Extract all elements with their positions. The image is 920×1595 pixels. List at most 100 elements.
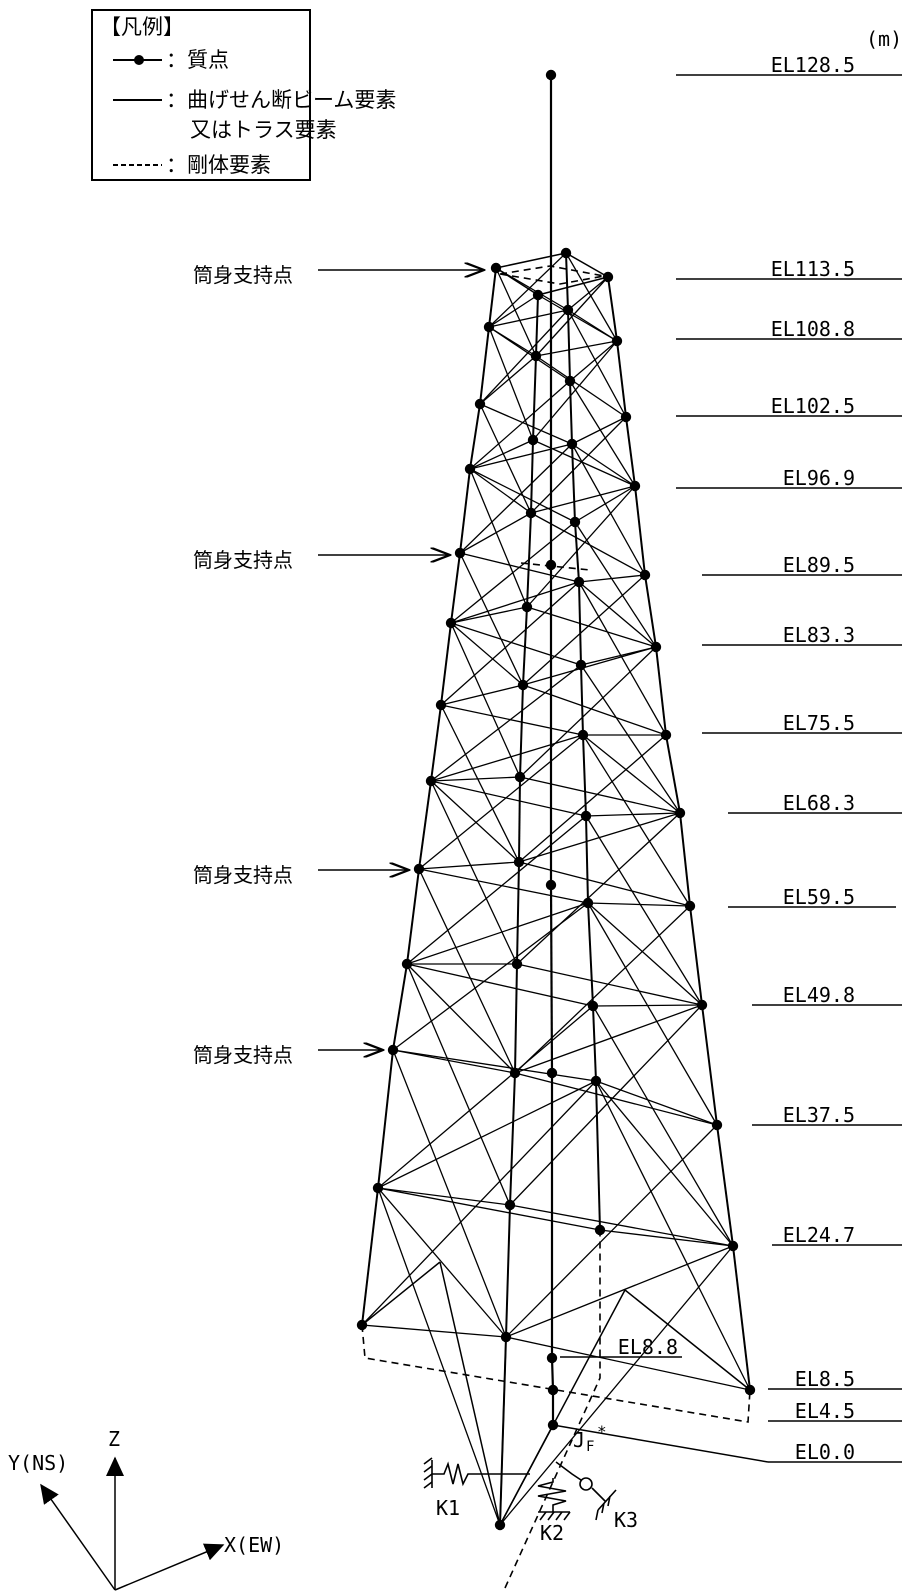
truss-member xyxy=(587,902,718,1126)
truss-member xyxy=(505,1336,751,1391)
coordinate-axes: Z Y(NS) X(EW) xyxy=(8,1427,284,1591)
elevation-label: EL89.5 xyxy=(783,553,855,577)
truss-member xyxy=(450,606,528,624)
elevation-label: EL96.9 xyxy=(783,466,855,490)
truss-member xyxy=(585,815,703,1006)
truss-member xyxy=(392,1049,597,1082)
k2-spring xyxy=(537,1478,567,1512)
truss-member xyxy=(624,1289,751,1391)
truss-member xyxy=(377,1187,511,1206)
truss-member xyxy=(509,1072,516,1206)
mass-point xyxy=(580,810,592,822)
truss-member xyxy=(625,416,636,487)
truss-member xyxy=(571,443,636,487)
truss-member xyxy=(459,443,573,554)
truss-member xyxy=(565,252,569,311)
truss-member xyxy=(505,1245,734,1338)
unit-label: (m) xyxy=(866,27,902,51)
truss-member xyxy=(392,902,589,1051)
truss-member xyxy=(616,340,627,418)
truss-member xyxy=(665,734,681,814)
k3-rotational-spring xyxy=(579,1477,593,1491)
elevation-label: EL59.5 xyxy=(783,885,855,909)
mass-point xyxy=(546,1352,558,1364)
mass-point xyxy=(413,863,425,875)
y-axis-arrow xyxy=(40,1483,116,1591)
mass-point xyxy=(674,807,686,819)
truss-member xyxy=(519,684,524,778)
truss-member xyxy=(488,326,537,357)
truss-member xyxy=(634,485,646,576)
truss-member xyxy=(430,664,582,782)
truss-member xyxy=(530,485,636,514)
truss-member xyxy=(469,468,532,514)
mass-point xyxy=(711,1119,723,1131)
mass-point xyxy=(494,1519,506,1531)
truss-member xyxy=(532,355,537,441)
truss-member xyxy=(488,294,539,328)
truss-member xyxy=(535,294,539,357)
truss-member xyxy=(701,1004,718,1126)
mass-point xyxy=(620,411,632,423)
elevation-label: EL102.5 xyxy=(771,394,855,418)
truss-member xyxy=(440,704,584,736)
truss-member xyxy=(530,512,646,576)
truss-member xyxy=(518,734,667,863)
truss-member xyxy=(488,267,497,328)
truss-member xyxy=(514,1072,718,1126)
truss-member xyxy=(406,963,511,1206)
truss-member xyxy=(509,1004,703,1206)
truss-member xyxy=(406,868,420,965)
mass-point xyxy=(525,507,537,519)
tower-frame xyxy=(356,69,756,1531)
truss-member xyxy=(406,963,594,1007)
truss-member xyxy=(418,780,432,870)
truss-member xyxy=(655,646,667,736)
mass-point xyxy=(445,617,457,629)
truss-member xyxy=(514,963,518,1074)
mass-point xyxy=(602,271,614,283)
mass-point xyxy=(401,958,413,970)
truss-member xyxy=(569,380,573,445)
truss-member xyxy=(571,416,627,445)
truss-member xyxy=(450,581,580,624)
truss-member xyxy=(479,326,490,405)
truss-member xyxy=(450,622,582,666)
truss-member xyxy=(530,439,534,514)
truss-member xyxy=(526,606,657,648)
truss-member xyxy=(567,309,627,418)
truss-member xyxy=(578,581,657,648)
mass-point xyxy=(435,699,447,711)
truss-member xyxy=(587,902,691,907)
truss-member xyxy=(377,1049,394,1189)
truss-member xyxy=(587,902,594,1007)
k1-spring xyxy=(432,1461,530,1487)
mass-point xyxy=(564,375,576,387)
truss-member xyxy=(518,812,681,863)
base-supports xyxy=(423,1457,617,1521)
support-point-label: 筒身支持点 xyxy=(193,1043,293,1067)
elevation-label: EL68.3 xyxy=(783,791,855,815)
truss-member xyxy=(587,902,703,1006)
truss-member xyxy=(479,403,573,445)
truss-member xyxy=(430,780,520,863)
legend-title: 【凡例】 xyxy=(100,15,184,39)
truss-member xyxy=(377,1080,597,1189)
truss-member xyxy=(571,443,576,523)
legend-rigid-text: ：剛体要素 xyxy=(166,153,271,177)
truss-member xyxy=(574,521,580,583)
truss-member xyxy=(585,815,589,904)
truss-member xyxy=(459,512,532,554)
legend-mass-text: ：質点 xyxy=(166,48,229,72)
truss-member xyxy=(582,734,587,817)
truss-member xyxy=(532,439,636,487)
truss-member xyxy=(450,622,521,778)
truss-member xyxy=(469,403,481,470)
mass-point xyxy=(684,900,696,912)
truss-member xyxy=(430,734,584,782)
truss-member xyxy=(495,267,537,357)
truss-member xyxy=(549,884,554,1074)
truss-member xyxy=(565,252,609,278)
truss-member xyxy=(565,252,618,342)
